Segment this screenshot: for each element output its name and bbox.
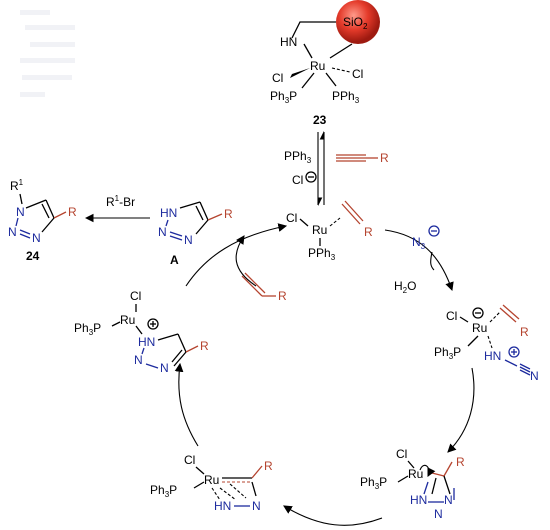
triazole-a-label: A — [170, 253, 179, 267]
int3-ru: Ru — [204, 473, 219, 487]
int1-r: R — [520, 325, 529, 339]
int4-r: R — [200, 339, 209, 353]
alkyne-r-activation: R — [380, 151, 389, 165]
p24-n3: N — [32, 231, 41, 245]
alkylation-reagent: R1-Br — [106, 194, 135, 209]
int3-n: N — [252, 499, 261, 513]
a-n2: N — [184, 233, 193, 247]
active-ru: Ru — [312, 223, 327, 237]
active-cl: Cl — [286, 211, 297, 225]
active-r: R — [364, 225, 373, 239]
p24-r: R — [68, 205, 77, 219]
int4-hn: HN — [138, 335, 155, 349]
cl-right: Cl — [352, 67, 363, 81]
int3-r: R — [264, 459, 273, 473]
int1-ph3p: Ph3P — [434, 345, 461, 361]
int2-cl: Cl — [396, 447, 407, 461]
a-r: R — [224, 207, 233, 221]
azide-n3: N3 — [412, 235, 426, 251]
int2-r: R — [456, 455, 465, 469]
intermediate-1: Cl Ru R Ph3P HN N — [434, 304, 539, 383]
arrow-int4-release — [185, 223, 288, 287]
int3-ph3p: Ph3P — [150, 483, 177, 499]
intermediate-4: Cl Ru Ph3P HN R N N — [74, 289, 209, 375]
product-24: R1 N R N N 24 — [8, 178, 77, 263]
int1-cl: Cl — [446, 309, 457, 323]
int4-cl: Cl — [130, 289, 141, 303]
cl-left: Cl — [272, 71, 283, 85]
water: H2O — [394, 279, 416, 295]
product-label-24: 24 — [26, 249, 40, 263]
silica-sphere — [336, 0, 380, 44]
int1-ru: Ru — [472, 321, 487, 335]
int2-n1: N — [444, 493, 453, 507]
a-n1: N — [158, 225, 167, 239]
pph3-activation: PPh3 — [284, 149, 312, 165]
p24-n1: N — [16, 205, 25, 219]
int4-n2: N — [160, 361, 169, 375]
hn-ligand: HN — [280, 35, 297, 49]
active-ru-alkyne: Cl Ru R PPh3 — [286, 200, 373, 262]
active-pph3: PPh3 — [308, 246, 336, 262]
arrow-int3-int4 — [174, 362, 199, 447]
p24-n2: N — [8, 225, 17, 239]
int4-n1: N — [134, 353, 143, 367]
activation-equilibrium: PPh3 Cl R — [284, 130, 389, 207]
alkylation-step: R1-Br — [84, 194, 150, 223]
ru-center: Ru — [310, 59, 325, 73]
triazole-a: HN R N N A — [158, 201, 233, 267]
int3-cl: Cl — [184, 453, 195, 467]
catalyst-23: SiO2 HN Ru Cl Cl Ph3P PPh3 23 — [270, 0, 380, 127]
pph3-right: PPh3 — [332, 89, 360, 105]
int2-hn: HN — [410, 493, 427, 507]
incoming-alkyne-r: R — [278, 289, 287, 303]
intermediate-2: Cl Ru Ph3P R HN N N — [360, 447, 465, 521]
int1-n-terminal: N — [530, 369, 539, 383]
catalyst-label-23: 23 — [313, 113, 327, 127]
int2-n2: N — [434, 507, 443, 521]
intermediate-3: Cl Ru Ph3P R HN N — [150, 453, 273, 513]
azide-addition: N3 H2O — [384, 225, 454, 295]
incoming-alkyne: R — [235, 235, 287, 303]
arrow-int2-int3 — [283, 505, 383, 526]
int4-ph3p: Ph3P — [74, 321, 101, 337]
int2-ru: Ru — [408, 467, 423, 481]
arrow-int1-int2 — [447, 367, 475, 453]
faded-watermark — [20, 10, 75, 97]
int2-ph3p: Ph3P — [360, 475, 387, 491]
pph3-left: Ph3P — [270, 89, 297, 105]
sio2-label: SiO2 — [343, 15, 368, 31]
a-hn: HN — [160, 206, 177, 220]
chloride-activation: Cl — [292, 173, 303, 187]
int3-hn: HN — [214, 499, 231, 513]
int1-hn: HN — [484, 349, 501, 363]
int4-ru: Ru — [120, 313, 135, 327]
p24-r1: R1 — [10, 178, 24, 193]
